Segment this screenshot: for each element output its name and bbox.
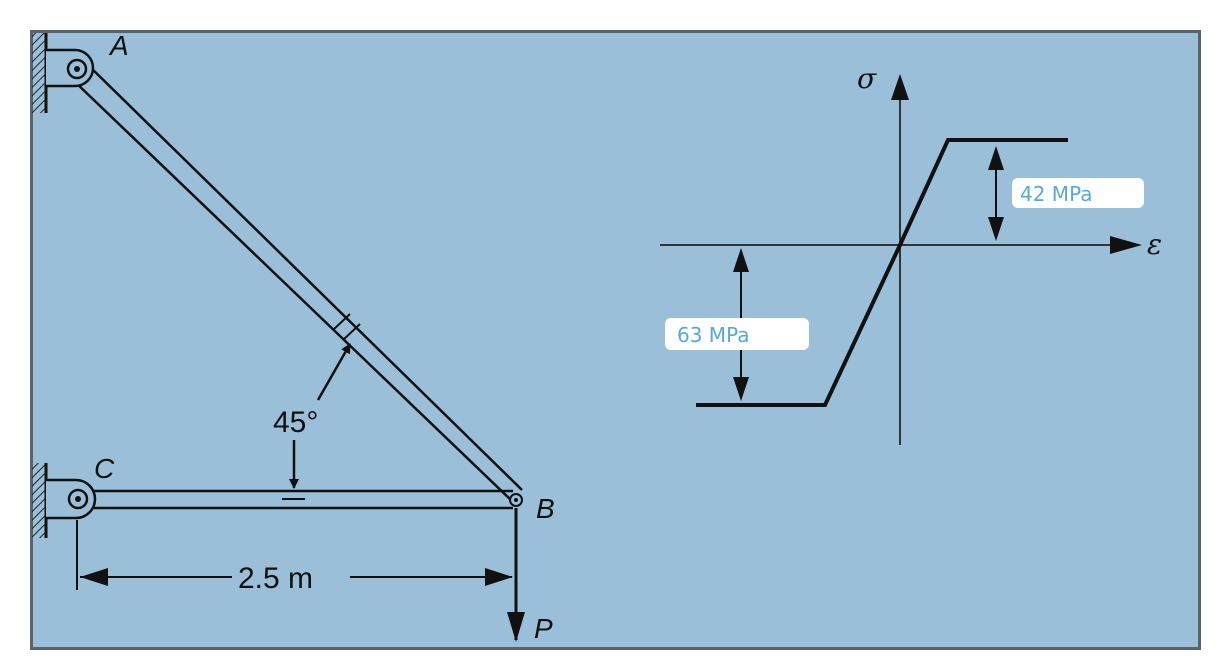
pin-c xyxy=(46,478,97,520)
tension-yield-note: 42 MPa xyxy=(1012,178,1144,208)
label-a: A xyxy=(108,30,129,61)
epsilon-label: ε xyxy=(1147,228,1162,261)
tension-yield-text: 42 MPa xyxy=(1020,182,1092,206)
label-b: B xyxy=(536,493,555,524)
compression-yield-text: 63 MPa xyxy=(677,323,749,347)
bar-cb xyxy=(80,489,513,510)
pin-b xyxy=(509,493,523,507)
label-c: C xyxy=(94,453,115,484)
stress-strain-axes xyxy=(660,74,1142,445)
tension-yield-dimension xyxy=(988,146,1004,241)
wall-support-a xyxy=(32,33,48,113)
length-label: 2.5 m xyxy=(238,562,313,595)
pin-a xyxy=(46,48,95,88)
figure-panel xyxy=(30,30,1201,650)
dimension-line xyxy=(76,520,517,590)
stress-strain-curve xyxy=(696,138,1068,407)
wall-support-c xyxy=(32,463,48,538)
angle-arrows xyxy=(289,343,352,489)
sigma-label: σ xyxy=(857,62,877,95)
bar-ab xyxy=(72,63,523,501)
label-p: P xyxy=(534,613,553,644)
angle-label: 45° xyxy=(273,406,318,439)
compression-yield-note: 63 MPa xyxy=(665,318,809,350)
